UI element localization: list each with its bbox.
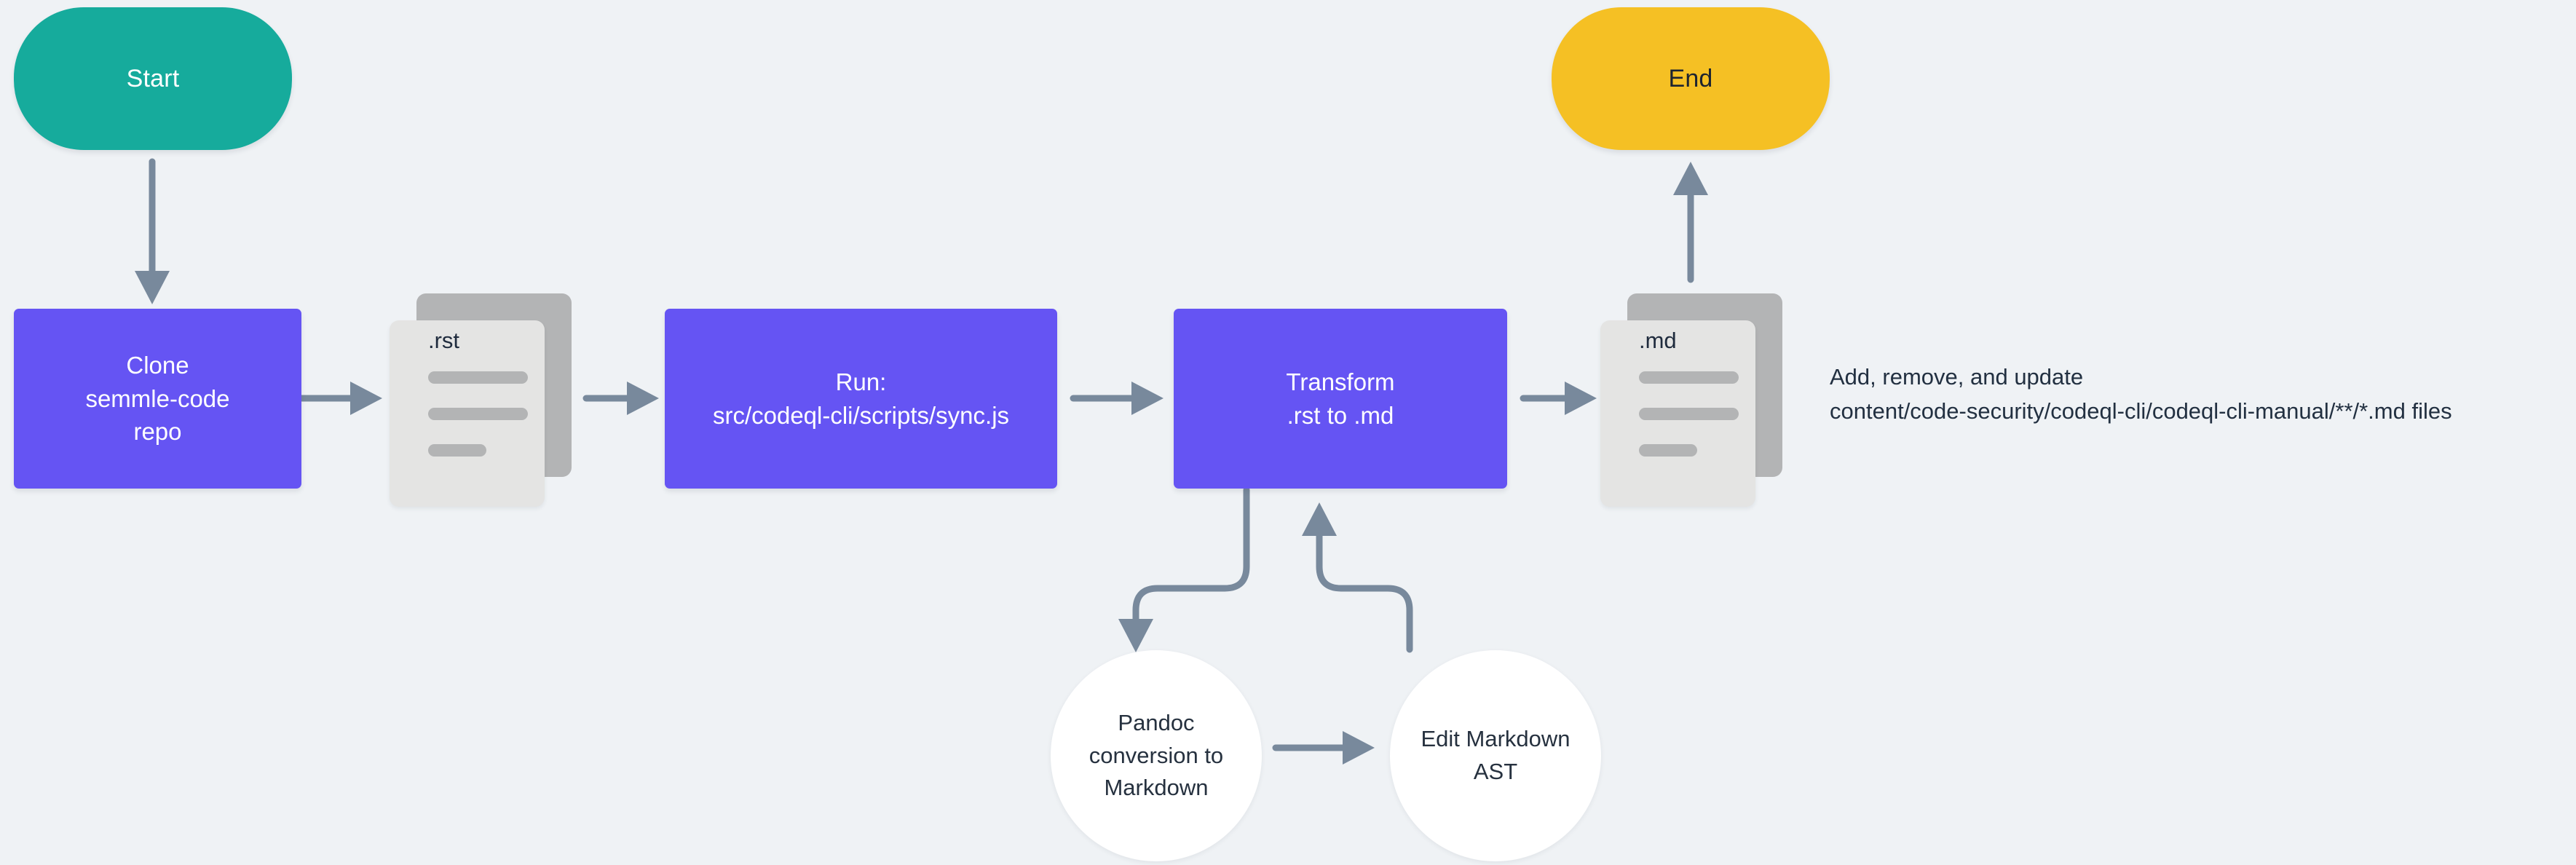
- node-transform-rst-to-md-line-2: .rst to .md: [1287, 401, 1394, 429]
- edge-clone-to-rst: [298, 382, 382, 415]
- node-pandoc-conversion-line-1: Pandoc: [1118, 709, 1195, 735]
- node-end-label: End: [1668, 64, 1713, 92]
- annotation-md-files-line-1: Add, remove, and update: [1830, 364, 2084, 390]
- md-text-line-3-icon: [1639, 444, 1697, 457]
- node-clone-repo-line-2: semmle-code: [85, 384, 230, 412]
- node-run-sync-script-line-1: Run:: [835, 368, 887, 395]
- node-clone-repo-label: Clone semmle-code repo: [85, 349, 229, 449]
- edge-pandoc-to-editast: [1272, 731, 1375, 765]
- node-rst-document-label: .rst: [428, 328, 460, 353]
- edge-transform-to-pandoc: [1118, 486, 1250, 652]
- annotation-md-files-line-2: content/code-security/codeql-cli/codeql-…: [1830, 398, 2452, 424]
- node-edit-markdown-ast-line-2: AST: [1473, 759, 1518, 784]
- edge-md-to-end: [1673, 162, 1708, 283]
- node-start-label: Start: [126, 64, 180, 92]
- edge-editast-to-transform: [1302, 502, 1413, 653]
- node-start[interactable]: Start: [14, 7, 292, 150]
- node-run-sync-script[interactable]: Run: src/codeql-cli/scripts/sync.js: [665, 309, 1057, 489]
- node-transform-rst-to-md[interactable]: Transform .rst to .md: [1174, 309, 1507, 489]
- node-md-document[interactable]: .md: [1597, 290, 1786, 508]
- md-text-line-2-icon: [1639, 408, 1739, 420]
- node-edit-markdown-ast-line-1: Edit Markdown: [1421, 726, 1571, 752]
- node-transform-rst-to-md-label: Transform .rst to .md: [1286, 366, 1394, 432]
- node-pandoc-conversion-line-3: Markdown: [1104, 775, 1209, 801]
- rst-text-line-1-icon: [428, 371, 528, 384]
- node-pandoc-conversion-label: Pandoc conversion to Markdown: [1089, 707, 1223, 805]
- node-edit-markdown-ast[interactable]: Edit Markdown AST: [1390, 650, 1601, 861]
- rst-text-line-3-icon: [428, 444, 486, 457]
- node-run-sync-script-label: Run: src/codeql-cli/scripts/sync.js: [713, 366, 1009, 432]
- edge-rst-to-run: [582, 382, 659, 415]
- edge-start-to-clone: [135, 158, 170, 304]
- node-pandoc-conversion[interactable]: Pandoc conversion to Markdown: [1051, 650, 1262, 861]
- edge-transform-to-md: [1520, 382, 1597, 415]
- node-md-document-label: .md: [1639, 328, 1677, 353]
- annotation-md-files: Add, remove, and update content/code-sec…: [1830, 360, 2452, 428]
- node-clone-repo[interactable]: Clone semmle-code repo: [14, 309, 301, 489]
- node-run-sync-script-line-2: src/codeql-cli/scripts/sync.js: [712, 401, 1010, 429]
- node-rst-document[interactable]: .rst: [386, 290, 575, 508]
- edge-run-to-transform: [1070, 382, 1163, 415]
- node-end[interactable]: End: [1552, 7, 1830, 150]
- node-edit-markdown-ast-label: Edit Markdown AST: [1421, 723, 1570, 789]
- node-pandoc-conversion-line-2: conversion to: [1089, 742, 1224, 768]
- md-text-line-1-icon: [1639, 371, 1739, 384]
- node-clone-repo-line-1: Clone: [126, 352, 189, 379]
- node-transform-rst-to-md-line-1: Transform: [1286, 368, 1395, 395]
- node-clone-repo-line-3: repo: [133, 418, 182, 446]
- rst-text-line-2-icon: [428, 408, 528, 420]
